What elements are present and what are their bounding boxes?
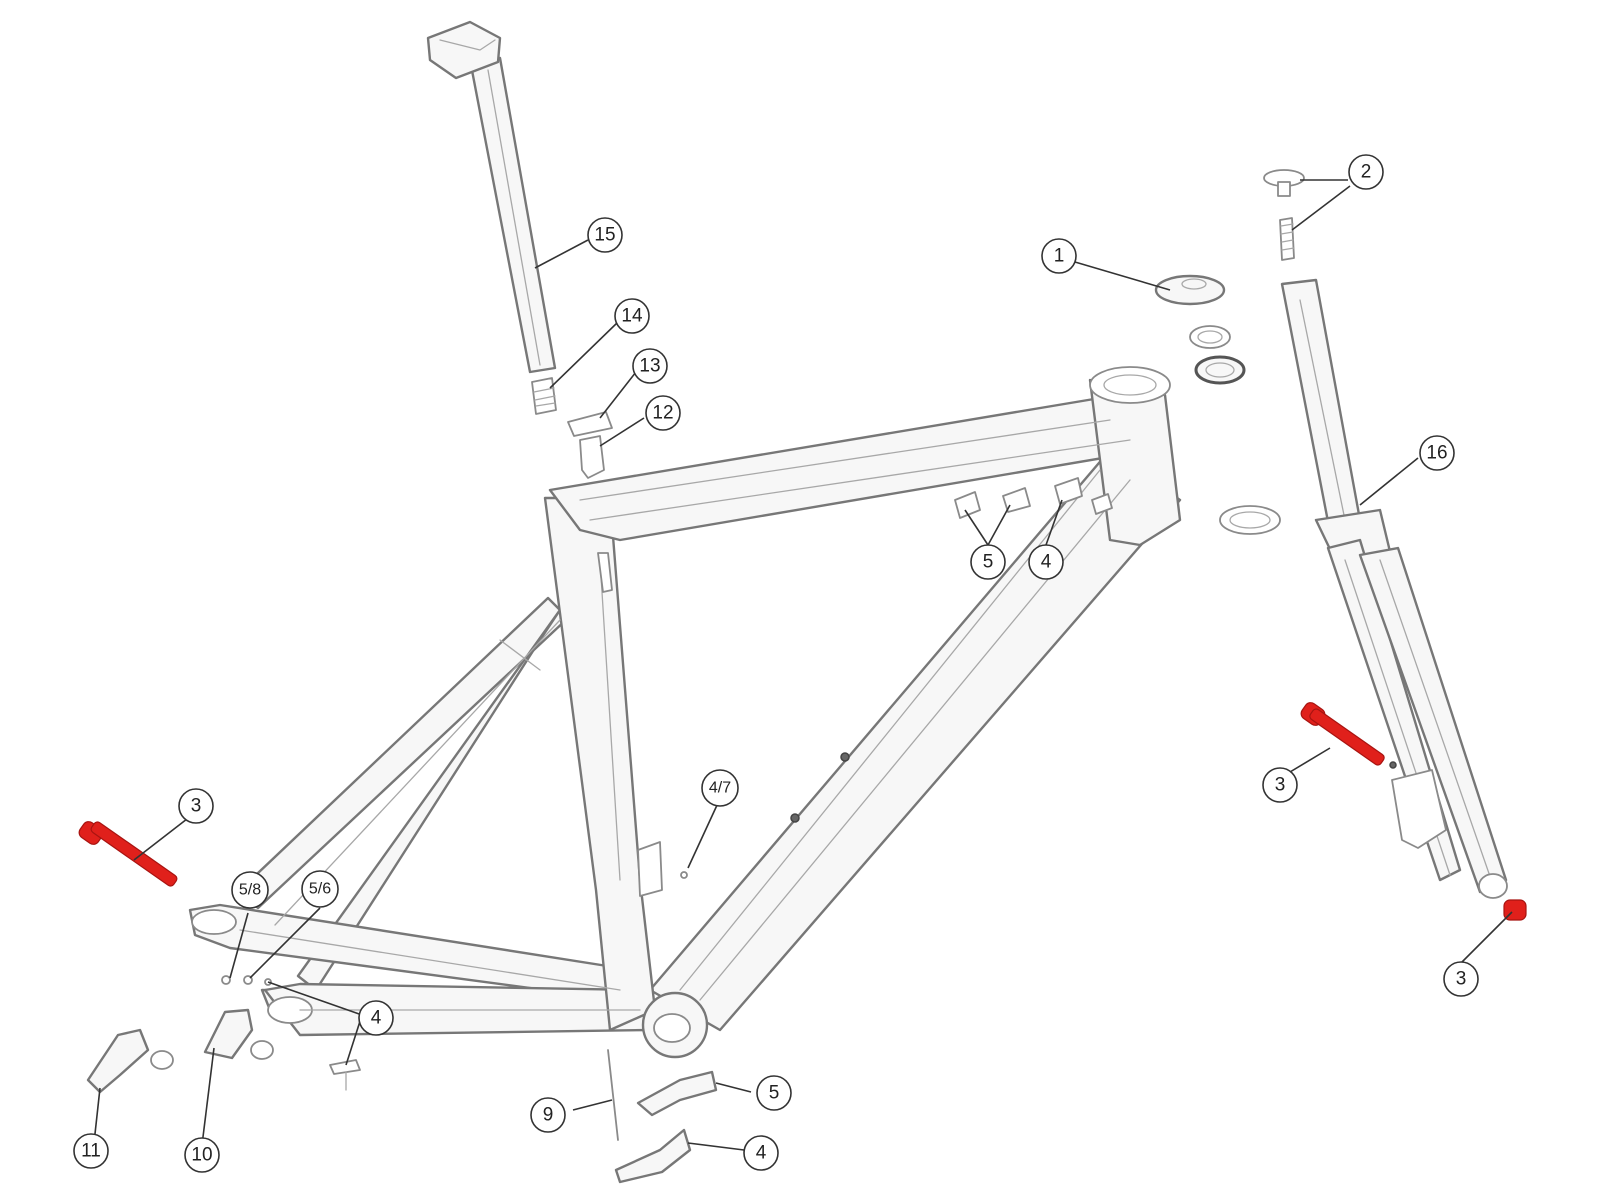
callout-5-head: 5 (970, 544, 1006, 580)
svg-text:3: 3 (1456, 969, 1467, 990)
head-tube-opening (1103, 374, 1157, 396)
bottom-bracket-opening (653, 1013, 691, 1043)
callout-3-front: 3 (1262, 767, 1298, 803)
derailleur-hanger (86, 1028, 150, 1094)
callout-12: 12 (645, 395, 681, 431)
svg-text:3: 3 (191, 796, 202, 817)
callout-4-chainstay: 4 (358, 1000, 394, 1036)
front-thru-axle (1300, 702, 1385, 766)
small-parts (86, 477, 1113, 1184)
fork-assembly (1263, 169, 1508, 899)
bb-cable-guide-alt (614, 1128, 692, 1184)
derailleur-hanger-alt (203, 1008, 254, 1060)
callout-9: 9 (530, 1097, 566, 1133)
head-tube-top (1089, 366, 1171, 404)
svg-text:4: 4 (371, 1008, 382, 1029)
svg-text:13: 13 (639, 356, 660, 377)
callout-4-bb: 4 (743, 1135, 779, 1171)
svg-text:10: 10 (191, 1145, 212, 1166)
rear-dropout (191, 909, 237, 935)
svg-text:16: 16 (1426, 443, 1447, 464)
fork-disc-mount (1391, 769, 1447, 849)
bb-pin (607, 1049, 619, 1141)
bicycle-frame (188, 366, 1182, 1059)
callout-4-head: 4 (1028, 544, 1064, 580)
callout-4-7: 4/7 (701, 769, 739, 807)
svg-text:5: 5 (983, 552, 994, 573)
headset-bearing-upper (1194, 355, 1246, 385)
thru-axles (78, 702, 1527, 921)
bb-cable-guide (636, 1070, 718, 1117)
cable-port-2 (1002, 487, 1031, 513)
svg-text:11: 11 (81, 1141, 101, 1162)
headset-parts (1154, 274, 1281, 535)
callout-3-nut: 3 (1443, 961, 1479, 997)
callout-14: 14 (614, 298, 650, 334)
fork-dropout (1478, 873, 1508, 899)
callout-13: 13 (632, 348, 668, 384)
svg-text:4/7: 4/7 (709, 780, 731, 797)
seat-clamp-cover (567, 411, 613, 437)
seatpost (468, 56, 557, 374)
seat-clamp-wedge (579, 435, 605, 479)
callout-2: 2 (1348, 154, 1384, 190)
headset-spacer (1189, 325, 1231, 349)
svg-text:14: 14 (621, 306, 643, 327)
svg-text:12: 12 (652, 403, 673, 424)
callout-10: 10 (184, 1137, 220, 1173)
callout-11: 11 (73, 1133, 109, 1169)
cable-port-3 (1054, 477, 1083, 505)
svg-text:3: 3 (1275, 775, 1286, 796)
frame-plug (597, 552, 613, 593)
svg-text:2: 2 (1361, 162, 1372, 183)
svg-text:5/6: 5/6 (309, 881, 331, 898)
svg-text:4: 4 (1041, 552, 1052, 573)
cable-port (954, 491, 981, 519)
chainstay-cable-guide (329, 1059, 361, 1075)
callout-1: 1 (1041, 238, 1077, 274)
callout-5-8: 5/8 (231, 871, 269, 909)
callout-5-6: 5/6 (301, 870, 339, 908)
cable-guide (637, 841, 663, 897)
callout-16: 16 (1419, 435, 1455, 471)
fork-steerer (1280, 278, 1362, 534)
rear-thru-axle (78, 821, 178, 887)
svg-text:9: 9 (543, 1105, 554, 1126)
callout-5-bb: 5 (756, 1075, 792, 1111)
callouts: 1 2 3 3 3 4 4 4 (73, 154, 1479, 1173)
svg-text:15: 15 (594, 225, 615, 246)
svg-text:1: 1 (1054, 246, 1065, 267)
callout-3-rear: 3 (178, 788, 214, 824)
svg-text:4: 4 (756, 1143, 767, 1164)
headset-top-cap (1154, 274, 1226, 306)
seatpost-assembly (426, 20, 613, 479)
svg-text:5: 5 (769, 1083, 780, 1104)
svg-text:5/8: 5/8 (239, 882, 261, 899)
callout-15: 15 (587, 217, 623, 253)
cable-port-4 (1091, 493, 1113, 515)
headset-bearing-lower (1219, 505, 1281, 535)
seatpost-head (426, 20, 502, 80)
seat-stay (236, 596, 570, 910)
seat-tube (543, 496, 657, 1032)
